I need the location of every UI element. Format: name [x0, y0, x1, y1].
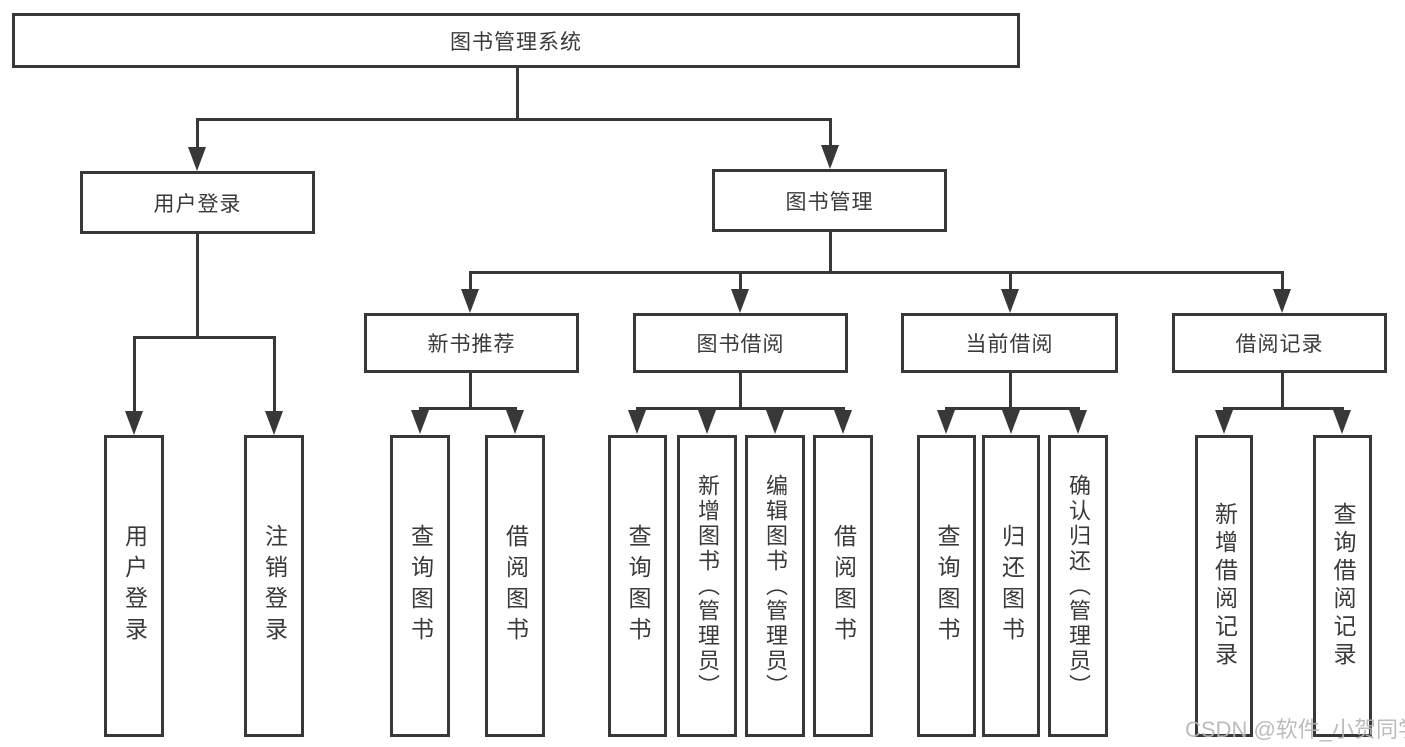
leaf-cb-return-books: 归还图书 — [982, 435, 1040, 737]
arrowhead-down-icon — [1069, 410, 1087, 434]
node-user-login-group: 用户登录 — [80, 171, 315, 234]
leaf-logout: 注销登录 — [244, 435, 304, 737]
node-current-borrowing: 当前借阅 — [901, 313, 1118, 373]
arrowhead-down-icon — [766, 410, 784, 434]
connector-cb-hbar — [945, 407, 1080, 410]
leaf-bb-add-books-admin: 新增图书（管理员） — [677, 435, 737, 737]
connector-bookmgmt-drop-3 — [1009, 271, 1012, 291]
leaf-nbr-query-books: 查询图书 — [390, 435, 450, 737]
connector-bb-hbar — [636, 407, 845, 410]
arrowhead-down-icon — [937, 410, 955, 434]
connector-nbr-stem — [469, 373, 472, 410]
connector-nbr-hbar — [419, 407, 517, 410]
leaf-user-login: 用户登录 — [104, 435, 164, 737]
connector-bookmgmt-hbar — [469, 271, 1284, 274]
node-borrowing-records: 借阅记录 — [1172, 313, 1387, 373]
leaf-nbr-borrow-books: 借阅图书 — [485, 435, 545, 737]
leaf-bb-borrow-books: 借阅图书 — [813, 435, 873, 737]
leaf-bb-edit-books-admin: 编辑图书（管理员） — [745, 435, 805, 737]
arrowhead-down-icon — [506, 410, 524, 434]
connector-userlogin-drop-1 — [133, 336, 136, 413]
arrowhead-down-icon — [698, 410, 716, 434]
connector-bb-stem — [739, 373, 742, 410]
arrowhead-down-icon — [1215, 410, 1233, 434]
leaf-cb-confirm-return-admin: 确认归还（管理员） — [1048, 435, 1108, 737]
csdn-watermark: CSDN @软件_小贺同学 — [1185, 717, 1405, 742]
connector-br-hbar — [1223, 407, 1344, 410]
leaf-bb-query-books: 查询图书 — [608, 435, 667, 737]
node-book-management: 图书管理 — [712, 169, 947, 232]
leaf-br-add-borrow-record: 新增借阅记录 — [1195, 435, 1253, 737]
connector-userlogin-drop-2 — [273, 336, 276, 413]
connector-br-stem — [1281, 373, 1284, 410]
leaf-cb-query-books: 查询图书 — [917, 435, 976, 737]
connector-userlogin-stem — [196, 234, 199, 338]
connector-bookmgmt-drop-1 — [469, 271, 472, 291]
arrowhead-down-icon — [188, 147, 206, 171]
arrowhead-down-icon — [1333, 410, 1351, 434]
arrowhead-down-icon — [628, 410, 646, 434]
connector-bookmgmt-drop-4 — [1281, 271, 1284, 291]
arrowhead-down-icon — [834, 410, 852, 434]
node-book-borrowing: 图书借阅 — [633, 313, 848, 373]
connector-cb-stem — [1009, 373, 1012, 410]
arrowhead-down-icon — [461, 289, 479, 313]
arrowhead-down-icon — [821, 145, 839, 169]
arrowhead-down-icon — [1002, 410, 1020, 434]
connector-root-left-drop — [196, 118, 199, 149]
arrowhead-down-icon — [411, 410, 429, 434]
arrowhead-down-icon — [731, 289, 749, 313]
node-new-book-recommendation: 新书推荐 — [364, 313, 579, 373]
connector-userlogin-hbar — [133, 336, 276, 339]
arrowhead-down-icon — [125, 411, 143, 435]
arrowhead-down-icon — [1001, 289, 1019, 313]
leaf-br-query-borrow-record: 查询借阅记录 — [1313, 435, 1372, 737]
connector-root-stem — [516, 68, 519, 120]
connector-root-hbar — [196, 118, 832, 121]
connector-bookmgmt-drop-2 — [739, 271, 742, 291]
connector-bookmgmt-stem — [829, 232, 832, 274]
arrowhead-down-icon — [265, 411, 283, 435]
arrowhead-down-icon — [1273, 289, 1291, 313]
node-root-library-management-system: 图书管理系统 — [12, 13, 1020, 68]
connector-root-right-drop — [829, 118, 832, 147]
